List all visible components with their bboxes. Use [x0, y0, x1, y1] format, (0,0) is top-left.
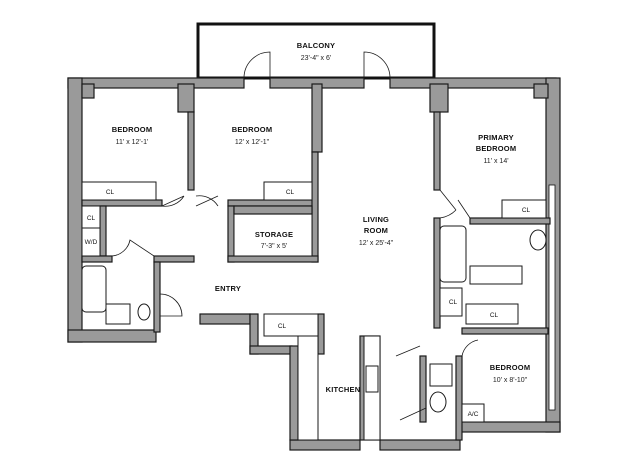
- storage-name: STORAGE: [255, 230, 293, 239]
- ac-tag: A/C: [468, 411, 479, 418]
- bedroom1-name: BEDROOM: [112, 125, 153, 134]
- kitchen-name: KITCHEN: [326, 385, 361, 394]
- closet-primary-bath: [439, 287, 463, 317]
- cl-tag-ensuite: CL: [490, 312, 499, 319]
- entry-name: ENTRY: [215, 284, 241, 293]
- primary-name-line1: PRIMARY: [478, 133, 514, 142]
- outer-walls: [67, 77, 561, 451]
- closets: [81, 181, 547, 423]
- ac-closet: [461, 403, 485, 423]
- washer-dryer: [81, 227, 101, 257]
- primary-dims: 11' x 14': [483, 158, 508, 165]
- primary-bedroom-label: PRIMARY BEDROOM 11' x 14': [476, 133, 517, 165]
- primary-name-line2: BEDROOM: [476, 144, 517, 153]
- closet-primary: [501, 199, 547, 219]
- cl-tag-primary-bath: CL: [449, 299, 458, 306]
- bedroom3-dims: 10' x 8'-10": [493, 377, 528, 384]
- bedroom3-name: BEDROOM: [490, 363, 531, 372]
- storage-dims: 7'-3" x 5': [261, 243, 288, 250]
- bedroom3-label: BEDROOM 10' x 8'-10": [490, 363, 531, 384]
- closet-tags: CL CL CL W/D CL CL CL CL A/C: [85, 189, 531, 418]
- balcony-dims: 23'-4" x 6': [301, 55, 331, 62]
- closet-entry: [263, 313, 319, 337]
- cl-tag-bedroom1: CL: [106, 189, 115, 196]
- bedroom2-name: BEDROOM: [232, 125, 273, 134]
- bedroom2-label: BEDROOM 12' x 12'-1": [232, 125, 273, 146]
- bedroom1-label: BEDROOM 11' x 12'-1': [112, 125, 153, 146]
- fixtures: [81, 225, 547, 441]
- cl-tag-primary: CL: [522, 207, 531, 214]
- balcony: [196, 22, 436, 80]
- closet-bedroom1: [81, 181, 157, 201]
- cl-tag-bedroom2: CL: [286, 189, 295, 196]
- balcony-label: BALCONY 23'-4" x 6': [297, 41, 335, 62]
- living-room-label: LIVING ROOM 12' x 25'-4": [359, 215, 394, 247]
- storage-label: STORAGE 7'-3" x 5': [255, 230, 293, 250]
- kitchen-label: KITCHEN: [326, 385, 361, 394]
- balcony-name: BALCONY: [297, 41, 335, 50]
- doors: [111, 189, 479, 421]
- bedroom1-dims: 11' x 12'-1': [116, 139, 149, 146]
- closet-ensuite: [465, 303, 519, 325]
- living-name-line2: ROOM: [364, 226, 388, 235]
- living-name-line1: LIVING: [363, 215, 389, 224]
- bedroom2-dims: 12' x 12'-1": [235, 139, 270, 146]
- living-dims: 12' x 25'-4": [359, 240, 394, 247]
- cl-tag-entry: CL: [278, 323, 287, 330]
- closet-bedroom2: [263, 181, 313, 201]
- wd-tag: W/D: [85, 239, 98, 246]
- cl-tag-hall: CL: [87, 215, 96, 222]
- entry-label: ENTRY: [215, 284, 241, 293]
